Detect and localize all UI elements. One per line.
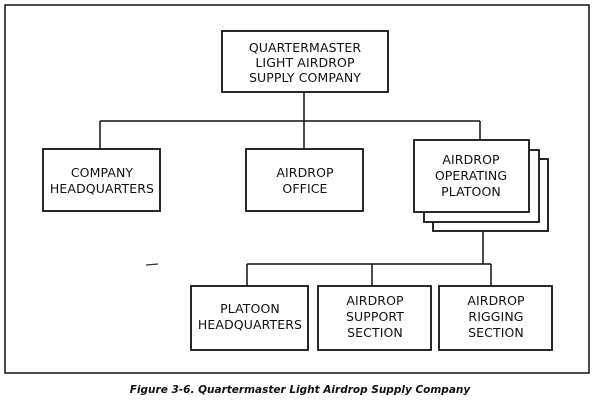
node-rigging-line-3: SECTION	[468, 325, 524, 340]
node-rigging-line-1: AIRDROP	[467, 293, 525, 308]
connectors-level-1	[99, 92, 481, 149]
node-airdrop-office-line-2: OFFICE	[282, 181, 327, 196]
node-company-headquarters: COMPANY HEADQUARTERS	[42, 148, 161, 212]
node-root-line-2: LIGHT AIRDROP	[255, 55, 355, 70]
node-platoon-line-2: OPERATING	[435, 168, 507, 183]
node-platoon-line-3: PLATOON	[441, 184, 501, 199]
node-platoon-line-1: AIRDROP	[442, 152, 500, 167]
diagram-frame	[4, 4, 590, 374]
scan-mark	[145, 263, 159, 266]
node-platoon-headquarters: PLATOON HEADQUARTERS	[190, 285, 309, 351]
node-rigging-line-2: RIGGING	[468, 309, 523, 324]
node-platoon-hq-line-2: HEADQUARTERS	[198, 317, 302, 332]
node-root-line-3: SUPPLY COMPANY	[249, 70, 361, 85]
node-support-line-2: SUPPORT	[346, 309, 404, 324]
node-airdrop-office-line-1: AIRDROP	[276, 165, 334, 180]
node-company-hq-line-2: HEADQUARTERS	[50, 181, 154, 196]
node-support-line-3: SECTION	[347, 325, 403, 340]
node-airdrop-rigging-section: AIRDROP RIGGING SECTION	[438, 285, 553, 351]
node-platoon-hq-line-1: PLATOON	[220, 301, 280, 316]
connectors-level-2	[246, 232, 492, 286]
node-airdrop-office: AIRDROP OFFICE	[245, 148, 364, 212]
node-airdrop-operating-platoon: AIRDROP OPERATING PLATOON	[413, 139, 549, 232]
node-root: QUARTERMASTER LIGHT AIRDROP SUPPLY COMPA…	[221, 30, 389, 93]
node-airdrop-support-section: AIRDROP SUPPORT SECTION	[317, 285, 432, 351]
figure-caption: Figure 3-6. Quartermaster Light Airdrop …	[129, 384, 471, 396]
node-support-line-1: AIRDROP	[346, 293, 404, 308]
platoon-stack-front	[413, 139, 530, 213]
node-company-hq-line-1: COMPANY	[71, 165, 134, 180]
node-root-line-1: QUARTERMASTER	[249, 40, 362, 55]
